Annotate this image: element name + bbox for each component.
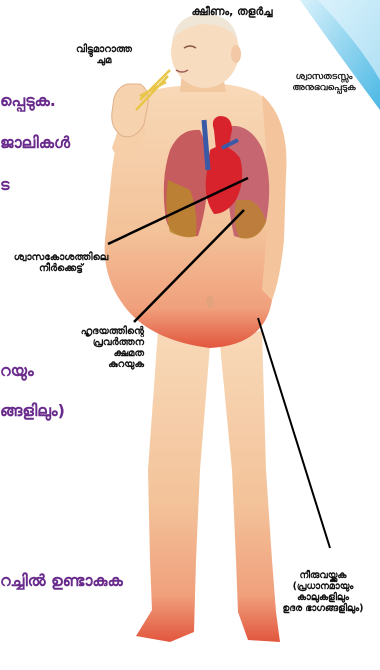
label-cough-line1: വിട്ടുമാറാത്ത xyxy=(64,44,144,55)
label-lung-line1: ശ്വാസകോശത്തിലെ xyxy=(6,252,116,263)
ear xyxy=(231,45,241,63)
side-text-6: റച്ചിൽ ഉണ്ടാകുക xyxy=(0,572,123,590)
label-breath-line2: അനുഭവപ്പെടുക xyxy=(276,83,372,94)
label-heart-function: ഹൃദയത്തിന്റെ പ്രവർത്തന ക്ഷമത കുറയുക xyxy=(54,326,144,370)
label-breath-line1: ശ്വാസതടസ്സം xyxy=(276,72,372,83)
side-text-3: ട xyxy=(0,176,9,194)
left-leg xyxy=(136,330,210,642)
label-lung-fluid: ശ്വാസകോശത്തിലെ നീർക്കെട്ട് xyxy=(6,252,116,274)
label-heart-line2: പ്രവർത്തന xyxy=(54,337,144,348)
label-edema: നീരുവയ്ക്കുക (പ്രധാനമായും കാലുകളിലും ഉദര… xyxy=(268,570,378,614)
side-text-5: ങ്ങളിലും) xyxy=(0,402,65,420)
label-edema-line4: ഉദര ഭാഗങ്ങളിലും) xyxy=(268,603,378,614)
side-text-4: റയും xyxy=(0,362,34,380)
label-lung-line2: നീർക്കെട്ട് xyxy=(6,263,116,274)
label-cough-line2: ചുമ xyxy=(64,55,144,66)
label-heart-line4: കുറയുക xyxy=(54,359,144,370)
label-fatigue-text: ക്ഷീണം, തളർച്ച xyxy=(191,5,272,18)
label-edema-line2: (പ്രധാനമായും xyxy=(268,581,378,592)
navel xyxy=(206,296,214,308)
side-text-2: ജാലികൾ xyxy=(0,134,70,152)
label-cough: വിട്ടുമാറാത്ത ചുമ xyxy=(64,44,144,66)
label-heart-line1: ഹൃദയത്തിന്റെ xyxy=(54,326,144,337)
label-heart-line3: ക്ഷമത xyxy=(54,348,144,359)
side-text-1: പ്പെടുക. xyxy=(0,92,56,110)
label-fatigue: ക്ഷീണം, തളർച്ച xyxy=(172,6,292,17)
label-edema-line3: കാലുകളിലും xyxy=(268,592,378,603)
label-edema-line1: നീരുവയ്ക്കുക xyxy=(268,570,378,581)
label-breathlessness: ശ്വാസതടസ്സം അനുഭവപ്പെടുക xyxy=(276,72,372,94)
